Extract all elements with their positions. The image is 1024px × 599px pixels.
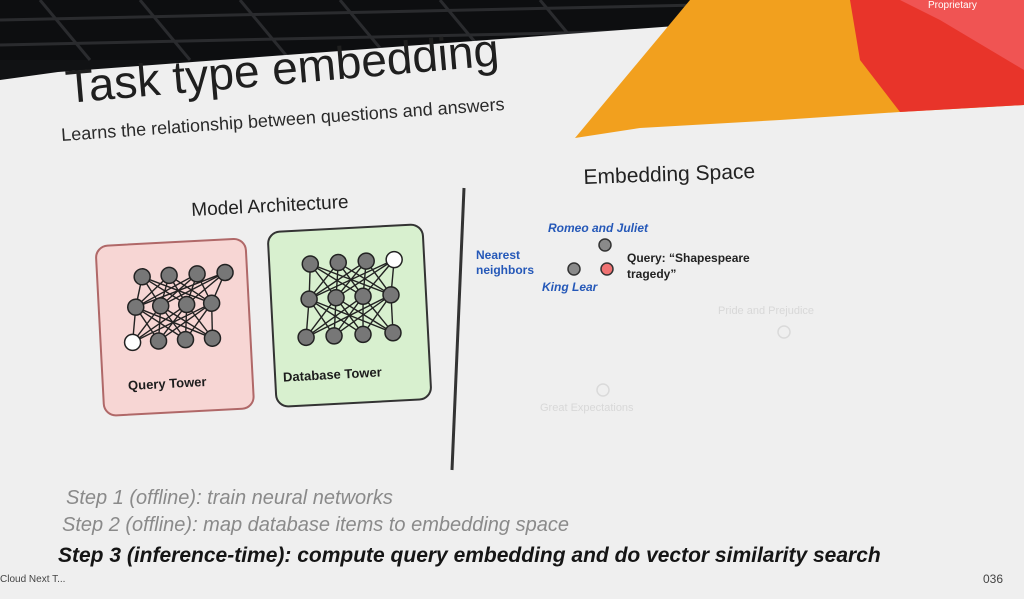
footer-event-name: Cloud Next T... — [0, 574, 66, 585]
pride-point — [777, 325, 791, 339]
step-1: Step 1 (offline): train neural networks — [66, 487, 393, 509]
nearest-neighbors-text: Nearest neighbors — [476, 248, 535, 277]
database-tower-diagram — [267, 223, 432, 408]
section-divider — [450, 187, 466, 471]
king-lear-point — [567, 262, 581, 276]
query-tower-diagram — [95, 237, 255, 417]
romeo-label: Romeo and Juliet — [548, 221, 649, 235]
page-number: 036 — [983, 572, 1004, 586]
proprietary-badge: Proprietary — [928, 0, 977, 11]
query-point — [600, 262, 614, 276]
step-2: Step 2 (offline): map database items to … — [62, 514, 569, 536]
step-3: Step 3 (inference-time): compute query e… — [58, 544, 881, 567]
pride-label: Pride and Prejudice — [718, 305, 815, 317]
nearest-neighbors-label: Nearest neighbors — [476, 248, 546, 278]
great-expectations-label: Great Expectations — [540, 402, 634, 414]
romeo-point — [598, 238, 612, 252]
king-lear-label: King Lear — [542, 280, 598, 294]
query-label: Query: “Shapespeare tragedy” — [627, 251, 750, 281]
great-expectations-point — [596, 383, 610, 397]
